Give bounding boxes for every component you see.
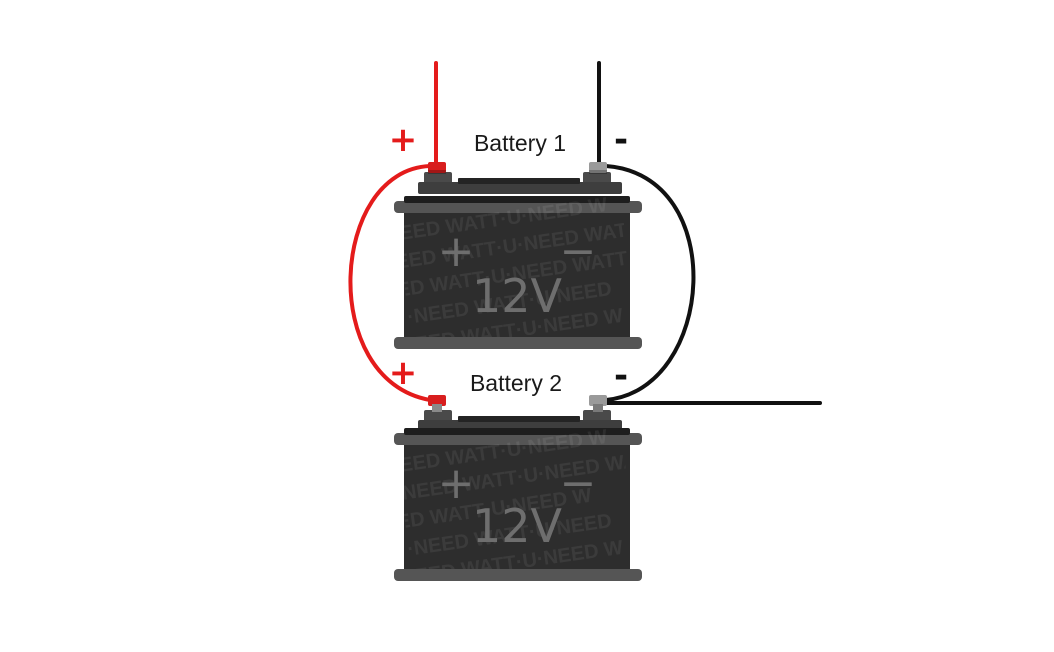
battery-label: Battery 2 bbox=[470, 370, 562, 396]
battery-1: NEED WATT·U·NEED W NEED WATT·U·NEED WATT… bbox=[389, 120, 642, 352]
positive-sign: + bbox=[389, 353, 418, 393]
battery-base bbox=[394, 337, 642, 349]
negative-sign: - bbox=[614, 356, 628, 396]
battery-body bbox=[404, 445, 630, 569]
voltage-rating: 12V bbox=[472, 499, 563, 553]
watermark: NEED WATT·U·NEED W NEED WATT·U·NEED WATT… bbox=[394, 194, 637, 352]
negative-sign: - bbox=[614, 120, 628, 160]
voltage-rating: 12V bbox=[472, 269, 563, 323]
battery-2: NEED WATT·U·NEED W U·NEED WATT·U·NEED WA… bbox=[389, 353, 642, 584]
face-minus-symbol: − bbox=[560, 458, 597, 509]
battery-label: Battery 1 bbox=[474, 130, 566, 156]
wires bbox=[348, 61, 822, 405]
positive-jumper-wire bbox=[348, 164, 432, 402]
battery-base bbox=[394, 569, 642, 581]
face-plus-symbol: + bbox=[438, 226, 475, 277]
face-plus-symbol: + bbox=[438, 458, 475, 509]
positive-sign: + bbox=[389, 120, 418, 160]
battery-top-rim bbox=[394, 433, 642, 445]
battery-lid bbox=[418, 182, 622, 194]
negative-terminal bbox=[583, 395, 611, 424]
battery-top-rim bbox=[394, 201, 642, 213]
battery-body bbox=[404, 213, 630, 337]
face-minus-symbol: − bbox=[560, 226, 597, 277]
positive-terminal bbox=[424, 395, 452, 424]
negative-jumper-wire bbox=[604, 164, 696, 402]
